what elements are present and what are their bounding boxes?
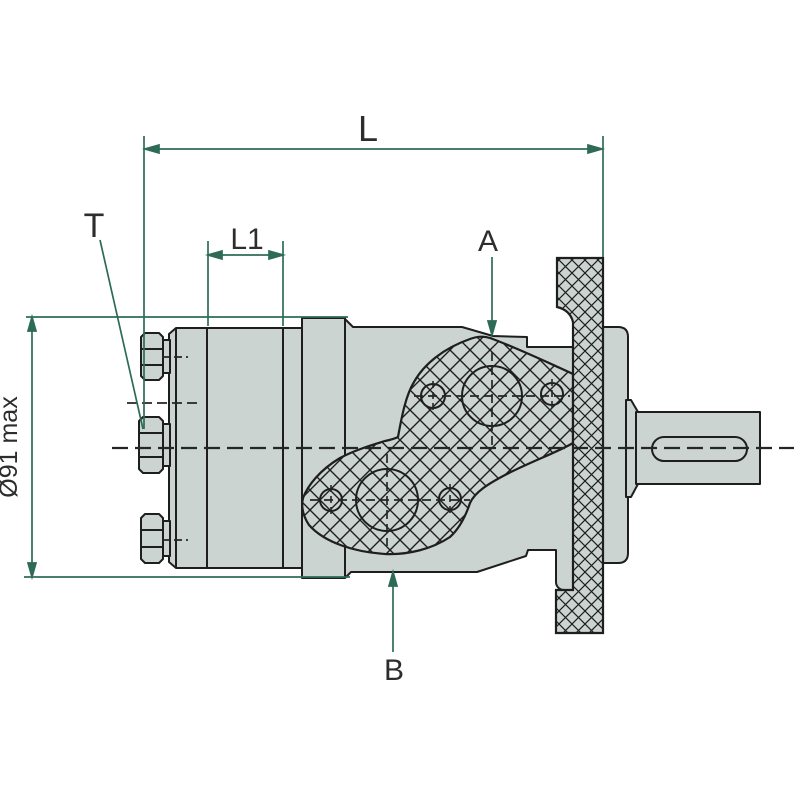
port-t-hex — [138, 416, 164, 474]
port-t-leader-line — [99, 239, 144, 430]
label-max-diameter: Ø91 max — [0, 396, 23, 498]
dim-dia91-arrow-top — [26, 313, 38, 332]
label-group: L L1 T A B Ø91 max — [0, 108, 498, 687]
label-port-a: A — [478, 225, 498, 258]
front-housing — [602, 326, 629, 564]
dim-L1-arrow-left — [204, 249, 223, 261]
port-b-arrowhead — [387, 568, 399, 587]
label-port-b: B — [384, 654, 404, 687]
port-bottom-collar — [162, 520, 171, 557]
port-bottom-hex — [140, 513, 164, 564]
dimension-group — [24, 136, 606, 652]
dim-L1-arrow-right — [268, 249, 287, 261]
port-a-arrowhead — [486, 320, 498, 339]
label-section-length: L1 — [230, 223, 263, 256]
dim-dia91-arrow-bottom — [26, 562, 38, 581]
mounting-flange-section — [554, 256, 605, 635]
port-fittings-group — [138, 332, 171, 564]
dim-L-arrow-right — [587, 143, 606, 155]
label-port-t: T — [84, 207, 105, 245]
dim-L-arrow-left — [141, 143, 160, 155]
port-t-collar — [162, 423, 171, 467]
centerline-group — [112, 352, 794, 546]
label-overall-length: L — [358, 108, 378, 149]
